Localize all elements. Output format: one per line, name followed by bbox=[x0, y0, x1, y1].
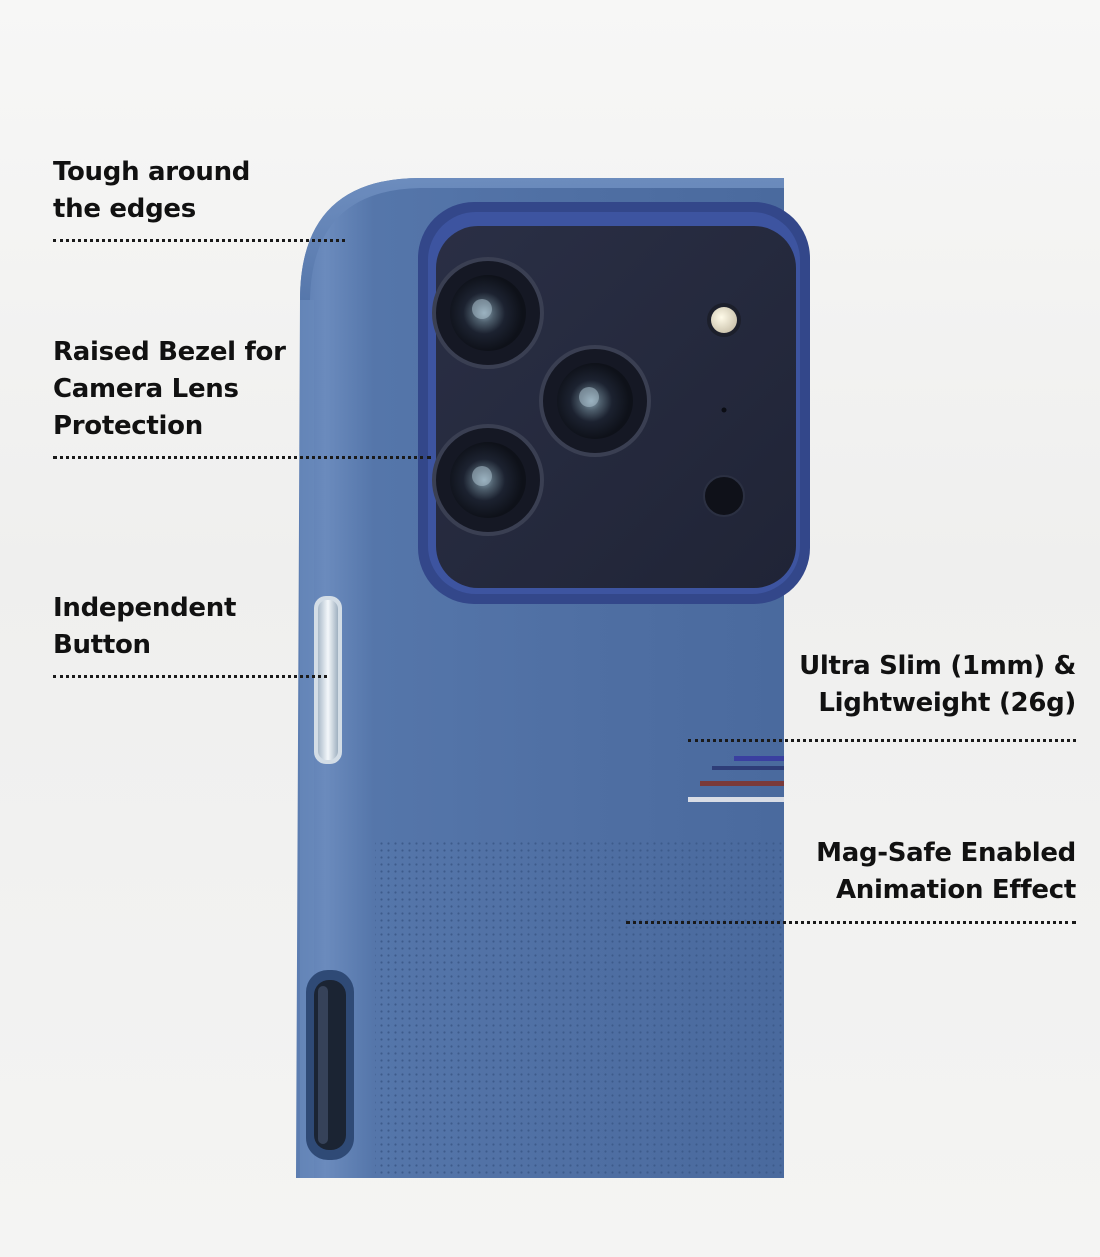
camera-lens-top-left bbox=[432, 257, 544, 369]
lidar-sensor-icon bbox=[703, 475, 745, 517]
camera-lens-middle bbox=[539, 345, 651, 457]
stripe-navy bbox=[712, 766, 784, 770]
callout-line: the edges bbox=[53, 194, 196, 224]
callout-line: Camera Lens bbox=[53, 374, 239, 404]
leader-line-bezel bbox=[53, 456, 431, 459]
leader-line-button bbox=[53, 675, 327, 678]
callout-ultra-slim: Ultra Slim (1mm) & Lightweight (26g) bbox=[799, 648, 1076, 722]
microphone-hole bbox=[721, 407, 727, 413]
callout-line: Protection bbox=[53, 411, 203, 441]
leader-line-slim bbox=[688, 739, 1076, 742]
camera-lens-bottom-left bbox=[432, 424, 544, 536]
callout-line: Raised Bezel for bbox=[53, 337, 286, 367]
stripe-blue bbox=[734, 756, 784, 761]
callout-magsafe: Mag-Safe Enabled Animation Effect bbox=[816, 835, 1076, 909]
callout-line: Tough around bbox=[53, 157, 251, 187]
leader-line-edges bbox=[53, 239, 345, 242]
callout-line: Lightweight (26g) bbox=[818, 688, 1076, 718]
independent-side-button bbox=[318, 600, 338, 760]
callout-tough-edges: Tough around the edges bbox=[53, 154, 250, 228]
callout-independent-button: Independent Button bbox=[53, 590, 236, 664]
stripe-white bbox=[688, 797, 784, 802]
magsafe-dot-texture bbox=[375, 840, 784, 1178]
stripe-red bbox=[700, 781, 784, 786]
flash-icon bbox=[711, 307, 737, 333]
callout-line: Ultra Slim (1mm) & bbox=[799, 651, 1076, 681]
callout-line: Mag-Safe Enabled bbox=[816, 838, 1076, 868]
callout-line: Button bbox=[53, 630, 151, 660]
callout-line: Independent bbox=[53, 593, 237, 623]
callout-line: Animation Effect bbox=[835, 875, 1076, 905]
leader-line-magsafe bbox=[626, 921, 1076, 924]
callout-raised-bezel: Raised Bezel for Camera Lens Protection bbox=[53, 334, 286, 445]
